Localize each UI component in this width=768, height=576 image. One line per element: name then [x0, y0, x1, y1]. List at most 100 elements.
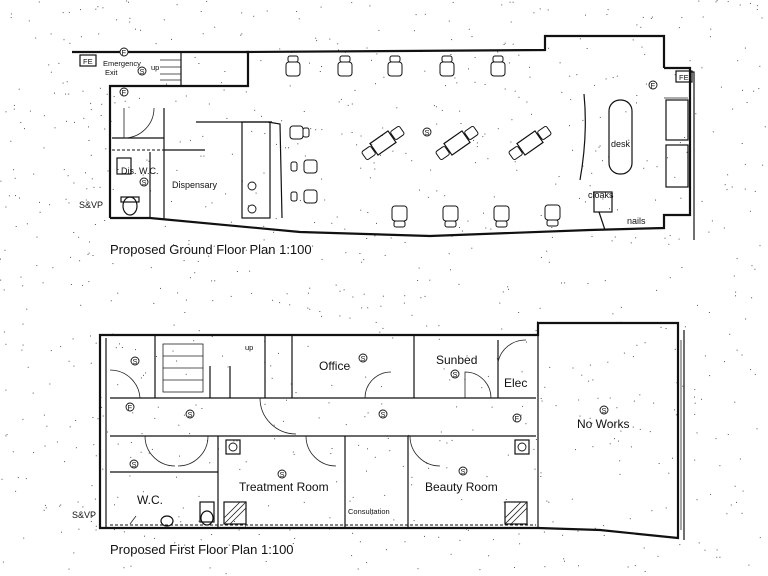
speckle [577, 530, 579, 532]
speckle [413, 30, 415, 32]
speckle [94, 224, 96, 225]
first-floor-symbols: S F S S S S F S S S S [125, 353, 609, 479]
speckle [62, 82, 64, 84]
speckle [415, 14, 417, 16]
speckle [5, 206, 7, 208]
speckle [14, 177, 16, 179]
speckle [487, 158, 489, 160]
speckle [78, 528, 80, 530]
svg-text:S: S [280, 470, 285, 479]
speckle [238, 529, 240, 531]
speckle [359, 541, 361, 543]
speckle [418, 267, 420, 269]
speckle [85, 172, 86, 174]
speckle [39, 201, 40, 203]
speckle [541, 400, 543, 402]
svg-text:S: S [361, 354, 366, 363]
speckle [571, 498, 573, 500]
speckle [139, 97, 140, 99]
speckle [578, 565, 579, 567]
speckle [474, 57, 476, 59]
speckle [609, 397, 611, 399]
speckle [245, 461, 247, 463]
stair-up-label: up [151, 63, 159, 72]
speckle [148, 452, 150, 454]
speckle [448, 20, 450, 22]
cloaks-label: cloaks [588, 190, 614, 200]
speckle [202, 33, 204, 35]
speckle [382, 295, 384, 297]
speckle [540, 398, 542, 399]
speckle [290, 383, 292, 385]
speckle [176, 169, 178, 171]
speckle [88, 140, 90, 141]
speckle [336, 481, 338, 483]
speckle [632, 39, 634, 41]
salon-chair [290, 159, 318, 174]
speckle [734, 401, 736, 403]
speckle [244, 525, 246, 527]
speckle [286, 293, 288, 295]
speckle [546, 250, 548, 252]
speckle [86, 188, 88, 190]
speckle [198, 495, 200, 497]
speckle [142, 174, 144, 176]
speckle [658, 463, 660, 464]
speckle [503, 44, 505, 45]
speckle [13, 169, 15, 171]
speckle [708, 312, 710, 313]
speckle [231, 153, 233, 155]
speckle [441, 109, 443, 111]
speckle [107, 431, 108, 433]
speckle [264, 133, 266, 134]
speckle [387, 437, 389, 439]
speckle [44, 445, 46, 447]
speckle [727, 434, 729, 435]
speckle [382, 327, 384, 329]
speckle [427, 196, 429, 198]
speckle [476, 146, 478, 148]
speckle [376, 222, 377, 224]
speckle [292, 451, 294, 453]
speckle [512, 1, 514, 3]
speckle [503, 501, 505, 503]
speckle [539, 307, 541, 309]
svg-text:S: S [133, 357, 138, 366]
speckle [182, 507, 184, 509]
speckle [392, 150, 394, 152]
speckle [363, 259, 365, 261]
salon-chair [493, 205, 510, 228]
speckle [321, 178, 323, 180]
speckle [592, 446, 594, 448]
speckle [667, 157, 668, 159]
speckle [128, 106, 130, 108]
speckle [29, 110, 31, 112]
speckle [4, 249, 6, 251]
speckle [363, 293, 365, 295]
speckle [694, 402, 696, 404]
speckle [43, 414, 45, 416]
first-floor-title: Proposed First Floor Plan 1:100 [110, 542, 294, 557]
speckle [263, 239, 265, 241]
speckle [344, 228, 346, 230]
speckle [764, 126, 766, 128]
speckle [379, 331, 381, 333]
speckle [203, 155, 205, 157]
speckle [613, 424, 615, 426]
speckle [265, 561, 267, 562]
speckle [283, 420, 284, 422]
speckle [255, 192, 257, 194]
speckle [360, 167, 362, 169]
speckle [762, 164, 764, 166]
speckle [741, 512, 743, 514]
speckle [618, 440, 619, 442]
speckle [351, 2, 353, 4]
speckle [604, 280, 606, 282]
speckle [644, 342, 646, 344]
speckle [694, 459, 696, 461]
speckle [702, 16, 704, 18]
speckle [558, 176, 560, 178]
speckle [660, 326, 662, 328]
speckle [701, 67, 703, 69]
speckle [339, 315, 341, 317]
